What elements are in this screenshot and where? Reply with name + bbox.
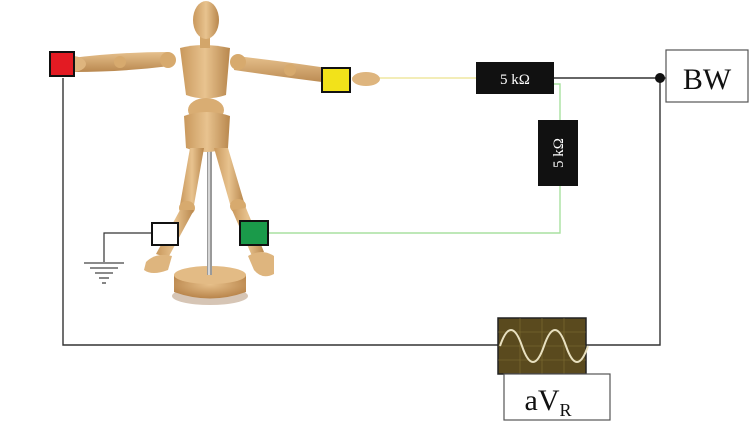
junction-node (655, 73, 665, 83)
wire-network (62, 77, 666, 346)
wire-left-leg-lead (268, 186, 561, 234)
left-arm-electrode (321, 67, 351, 93)
ground-electrode (151, 222, 179, 246)
wire-right-arm-to-scope (62, 78, 500, 346)
resistor-vertical-label: 5 kΩ (551, 138, 567, 168)
right-arm-electrode (49, 51, 75, 77)
resistor-horizontal: 5 kΩ (476, 62, 554, 94)
avr-box: aVR (503, 373, 611, 421)
left-leg-electrode (239, 220, 269, 246)
bw-label: BW (683, 63, 732, 96)
avr-label-subscript: R (559, 400, 571, 420)
avr-label-main: aV (525, 384, 560, 417)
bw-box: BW (665, 49, 749, 103)
resistor-vertical: 5 kΩ (538, 120, 578, 186)
resistor-horizontal-label: 5 kΩ (500, 72, 530, 88)
wire-ground-lead (103, 232, 152, 262)
ground-icon (84, 262, 124, 284)
oscilloscope-display (497, 317, 589, 375)
avr-label: aVR (525, 384, 572, 420)
sine-wave-trace (499, 329, 589, 363)
wooden-mannequin (58, 1, 380, 305)
wire-scope-to-bw (585, 78, 661, 346)
